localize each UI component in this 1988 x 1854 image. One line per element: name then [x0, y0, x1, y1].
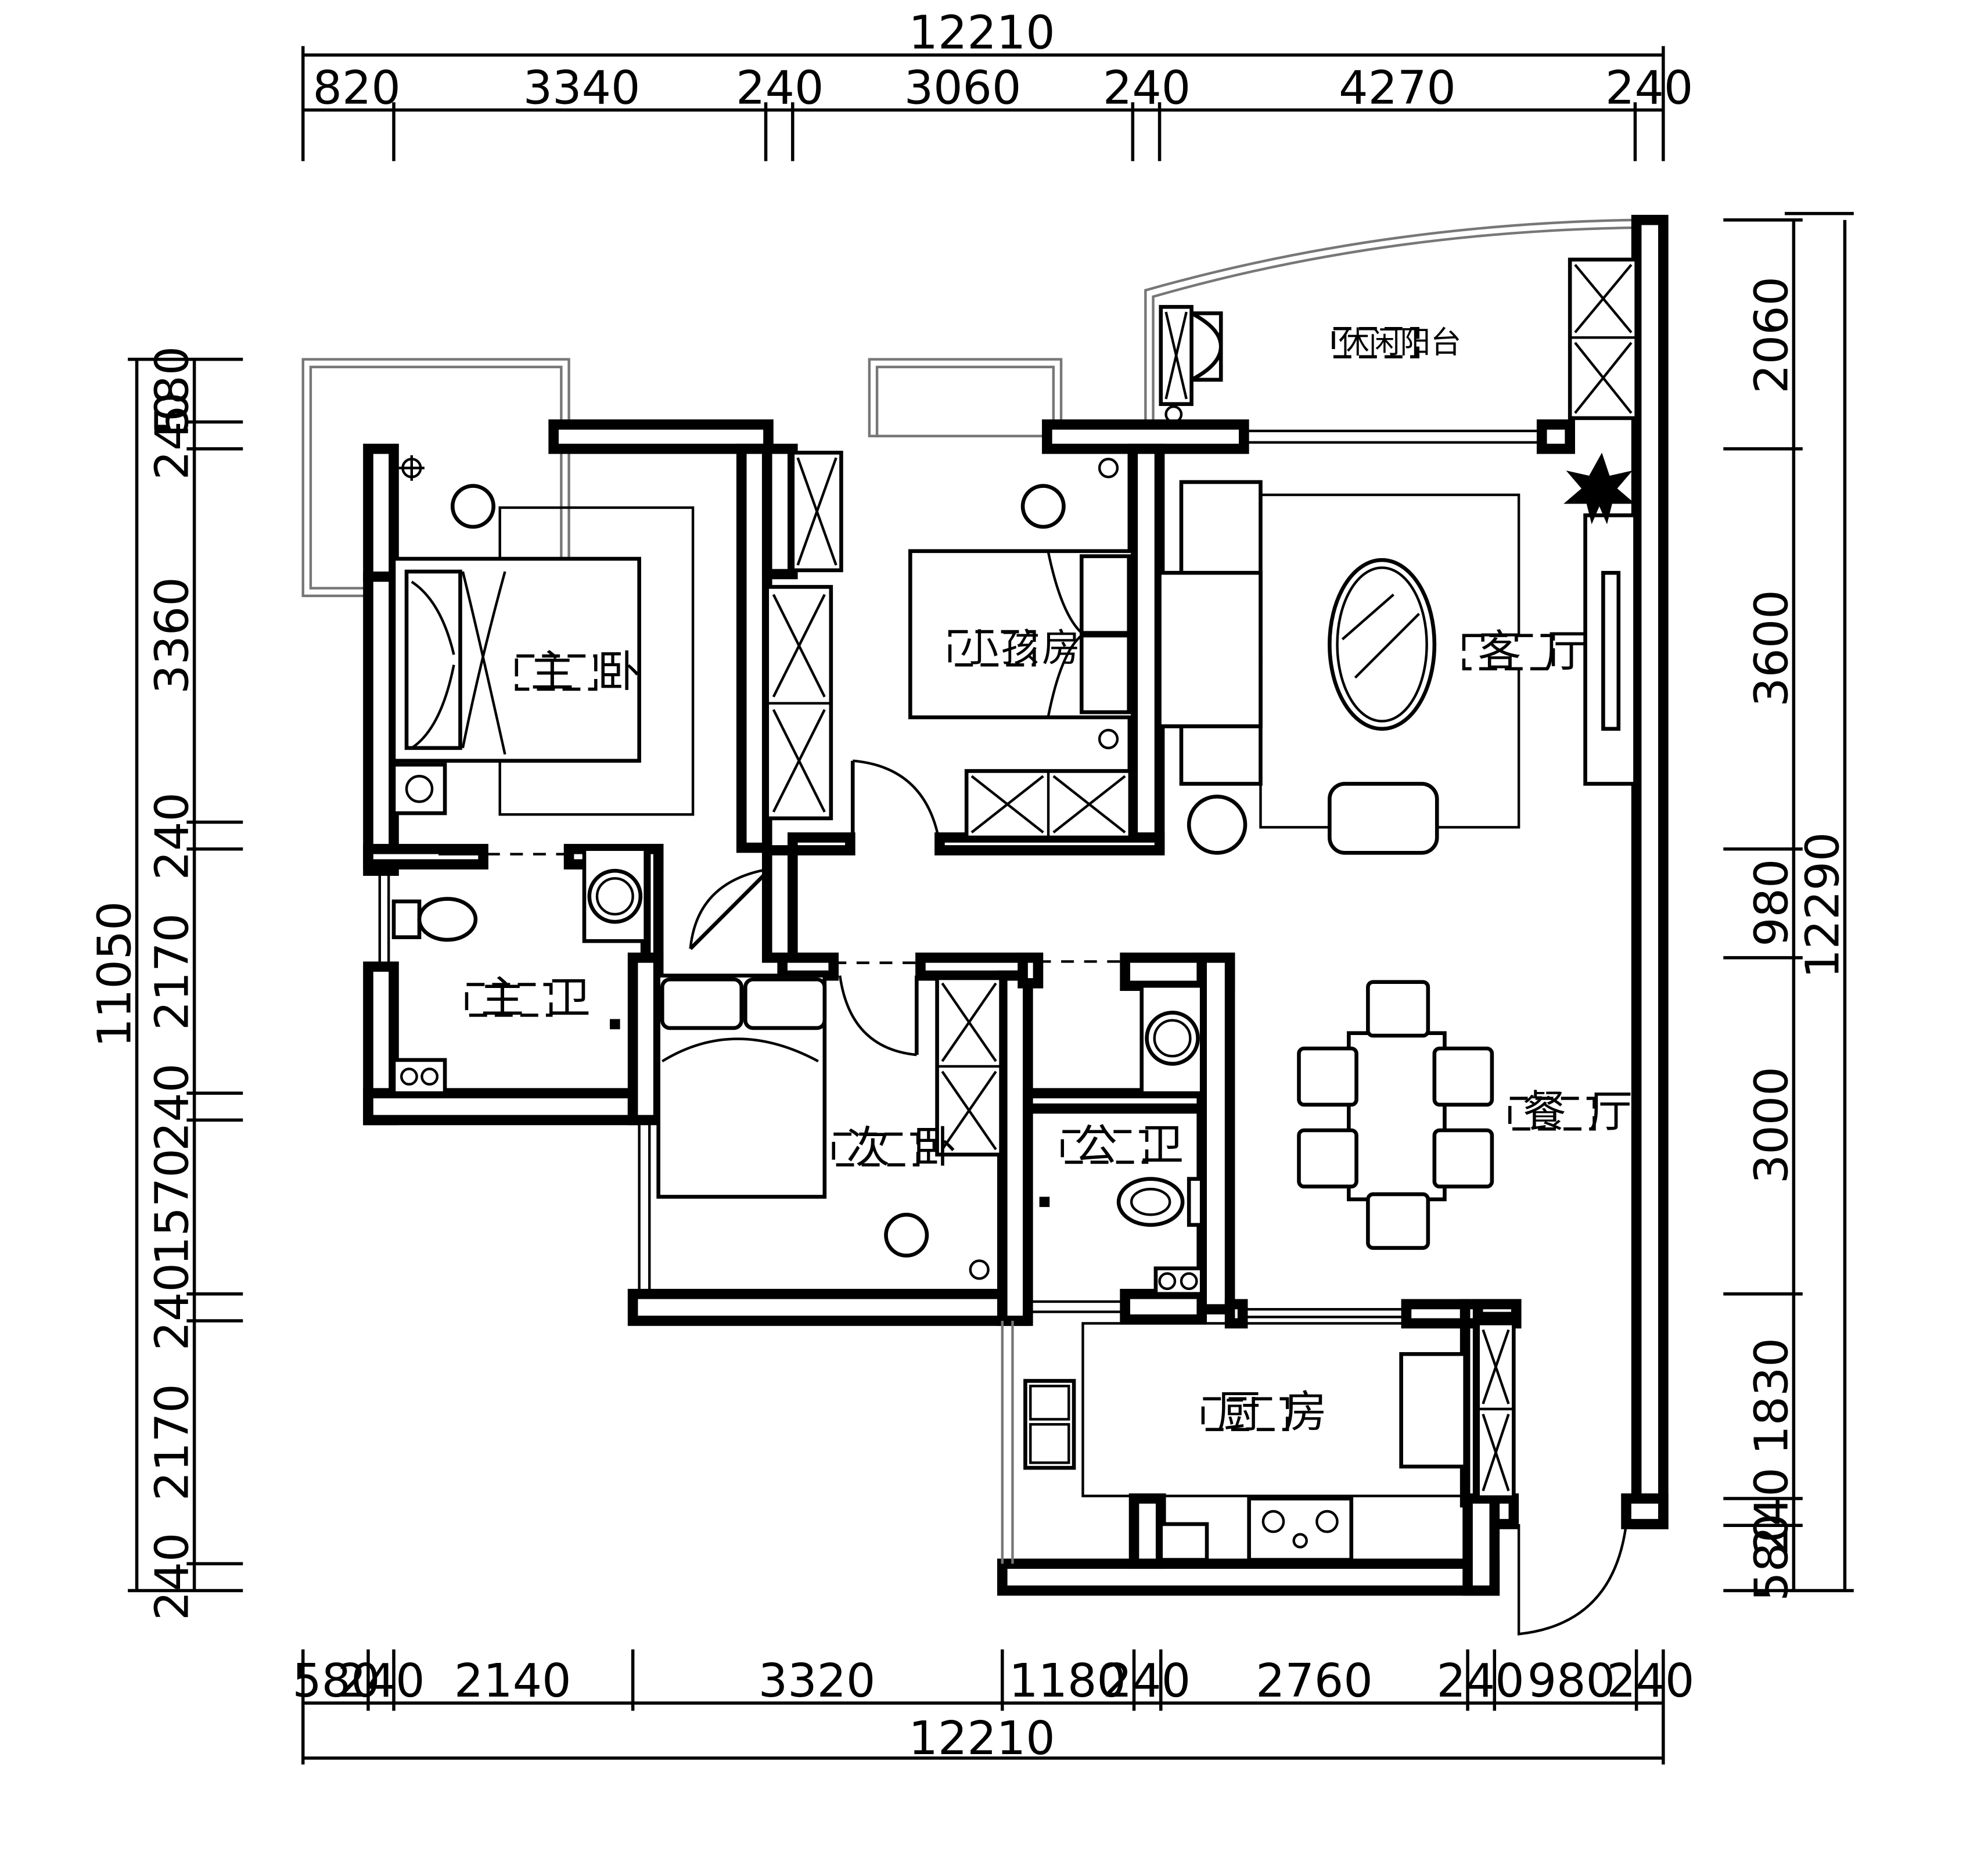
burner-icon: [1261, 1510, 1285, 1533]
room-label-public-bath: 公卫: [1060, 1120, 1207, 1170]
room-label-master-bedroom: 主卧: [515, 646, 664, 697]
fan-icon: [405, 775, 434, 803]
left-dimension: 240: [145, 1063, 199, 1151]
bottom-dimension: 240: [1103, 1654, 1191, 1708]
svg-text:厨房: 厨房: [1217, 1387, 1350, 1438]
right-dimension: 580: [1744, 1514, 1798, 1601]
wardrobe: [765, 451, 843, 821]
top-dimension: 3340: [523, 60, 641, 114]
bottom-total-dimension: 12210: [909, 1711, 1055, 1765]
right-dimension: 980: [1744, 859, 1798, 947]
ceiling-light-icon: [1098, 728, 1119, 750]
room-label-second-bedroom: 次卧: [832, 1122, 979, 1173]
room-label-living-room: 客厅: [1462, 626, 1611, 677]
doors: [487, 759, 1628, 1636]
public-bath-fixtures: [1039, 983, 1204, 1296]
right-dimension-chain: 2060 3600 980 3000 1830 240 580 12290: [1723, 211, 1854, 1601]
bottom-dimension: 2760: [1256, 1654, 1373, 1708]
plant-icon: [1563, 452, 1635, 524]
bottom-dimension: 980: [1527, 1654, 1615, 1708]
svg-text:餐厅: 餐厅: [1523, 1086, 1656, 1137]
top-dimension-chain: 12210 820 3340 240 3060 240 4270 240: [301, 6, 1693, 161]
svg-text:公卫: 公卫: [1074, 1120, 1207, 1170]
svg-text:小孩房: 小孩房: [960, 626, 1083, 670]
left-dimension: 2170: [145, 913, 199, 1030]
dining-furniture: [1297, 980, 1494, 1250]
left-dimension: 240: [145, 1533, 199, 1621]
top-total-dimension: 12210: [909, 6, 1055, 60]
room-label-dining-room: 餐厅: [1508, 1086, 1656, 1137]
top-dimension: 3060: [904, 60, 1022, 114]
left-dimension-chain: 11050 580 240 3360 240 2170 240 1570 240…: [88, 346, 243, 1621]
left-dimension: 240: [145, 392, 199, 480]
bottom-dimension: 3320: [758, 1654, 876, 1708]
top-dimension: 240: [1103, 60, 1191, 114]
bottom-dimension: 2140: [454, 1654, 571, 1708]
left-dimension: 1570: [145, 1148, 199, 1266]
svg-text:主卧: 主卧: [531, 646, 664, 697]
svg-text:主卫: 主卫: [481, 972, 614, 1023]
room-label-master-bath: 主卫: [465, 972, 614, 1023]
living-room-furniture: [1157, 257, 1638, 855]
master-bath-fixtures: [391, 847, 648, 1095]
right-dimension: 2060: [1744, 276, 1798, 394]
kitchen-fixtures: [1023, 1321, 1516, 1562]
svg-text:次卧: 次卧: [846, 1122, 979, 1173]
walls: [363, 214, 1669, 1596]
top-dimension: 4270: [1339, 60, 1456, 114]
bottom-dimension: 240: [1436, 1654, 1524, 1708]
room-label-kids-room: 小孩房: [948, 626, 1083, 670]
left-dimension: 240: [145, 792, 199, 880]
windows: [378, 429, 1542, 1564]
svg-text:客厅: 客厅: [1478, 626, 1611, 677]
right-dimension: 3000: [1744, 1066, 1798, 1184]
ceiling-light-icon: [1098, 458, 1119, 479]
kids-balcony: [868, 358, 1063, 437]
top-dimension: 820: [313, 60, 401, 114]
room-label-kitchen: 厨房: [1201, 1387, 1350, 1438]
burner-icon: [1315, 1510, 1339, 1533]
svg-text:休闲阳台: 休闲阳台: [1339, 325, 1461, 361]
ceiling-light-icon: [969, 1259, 990, 1280]
right-dimension: 3600: [1744, 590, 1798, 707]
bottom-dimension: 240: [337, 1654, 425, 1708]
bottom-dimension: 580: [292, 1654, 380, 1708]
bottom-dimension: 1180: [1009, 1654, 1126, 1708]
left-dimension: 3360: [145, 577, 199, 694]
master-bedroom-furniture: [391, 455, 695, 816]
left-total-dimension: 11050: [88, 901, 142, 1047]
left-dimension: 240: [145, 1263, 199, 1350]
top-dimension: 240: [736, 60, 824, 114]
top-dimension: 240: [1605, 60, 1693, 114]
room-label-leisure-balcony: 休闲阳台: [1332, 325, 1461, 361]
right-dimension: 1830: [1744, 1338, 1798, 1455]
kids-room-furniture: [908, 458, 1135, 840]
left-dimension: 2170: [145, 1384, 199, 1501]
bottom-dimension: 240: [1606, 1654, 1694, 1708]
second-bedroom-furniture: [656, 973, 1003, 1280]
leisure-balcony-outline: [1144, 218, 1637, 425]
bottom-dimension-chain: 580 240 2140 3320 1180 240 2760 240 980 …: [292, 1649, 1694, 1765]
right-dimension: 240: [1744, 1467, 1798, 1555]
left-dimension: 580: [145, 346, 199, 434]
right-total-dimension: 12290: [1795, 832, 1849, 979]
